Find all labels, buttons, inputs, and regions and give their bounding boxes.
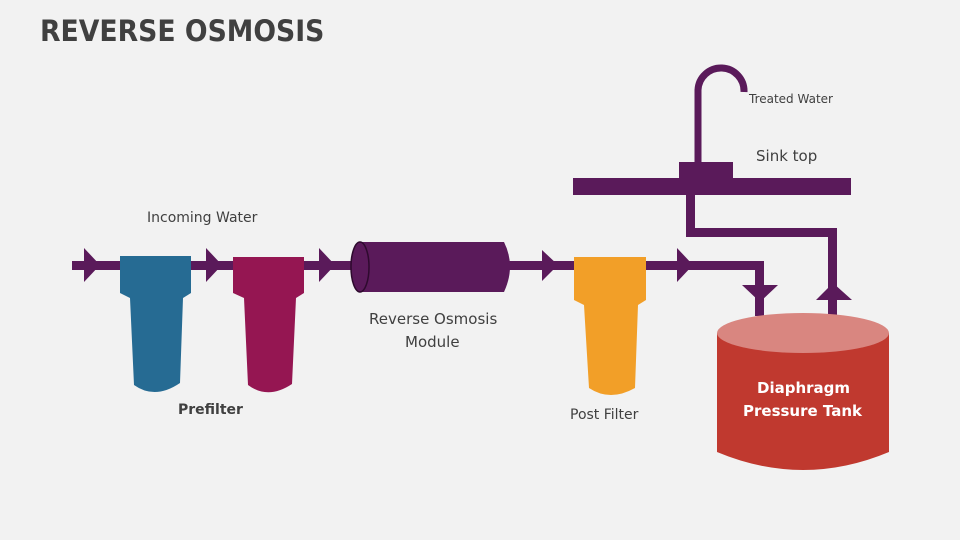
flow-arrow	[84, 248, 100, 282]
ro-module-label-line1: Reverse Osmosis	[369, 310, 498, 328]
sink-top-label: Sink top	[756, 147, 818, 165]
ro-module-cap	[350, 241, 370, 293]
flow-arrow	[542, 250, 558, 281]
post-filter-label: Post Filter	[570, 407, 639, 423]
flow-arrow	[206, 248, 222, 282]
tank-label-line2: Pressure Tank	[743, 402, 862, 420]
prefilter-2	[233, 257, 304, 393]
sink-connector-pipe-h	[686, 228, 837, 237]
flow-arrow-down	[742, 285, 778, 302]
incoming-water-label: Incoming Water	[147, 210, 258, 226]
flow-arrow	[319, 248, 335, 282]
ro-module	[360, 242, 510, 292]
flow-arrow	[677, 248, 693, 282]
page-title: REVERSE OSMOSIS	[40, 14, 325, 48]
tank-body	[717, 333, 889, 470]
sink-top-bar	[573, 178, 851, 195]
flow-arrow-up	[816, 283, 852, 300]
ro-module-label-line2: Module	[405, 333, 460, 351]
post-filter	[574, 257, 646, 395]
faucet-base	[679, 162, 733, 180]
sink-connector-pipe-v	[686, 190, 695, 237]
tank-label-line1: Diaphragm	[757, 379, 851, 397]
treated-water-label: Treated Water	[749, 92, 833, 106]
tank-outlet-pipe	[828, 228, 837, 316]
tank-top	[717, 313, 889, 353]
prefilter-1	[120, 256, 191, 393]
prefilter-label: Prefilter	[178, 402, 243, 418]
faucet-spout	[694, 64, 748, 163]
